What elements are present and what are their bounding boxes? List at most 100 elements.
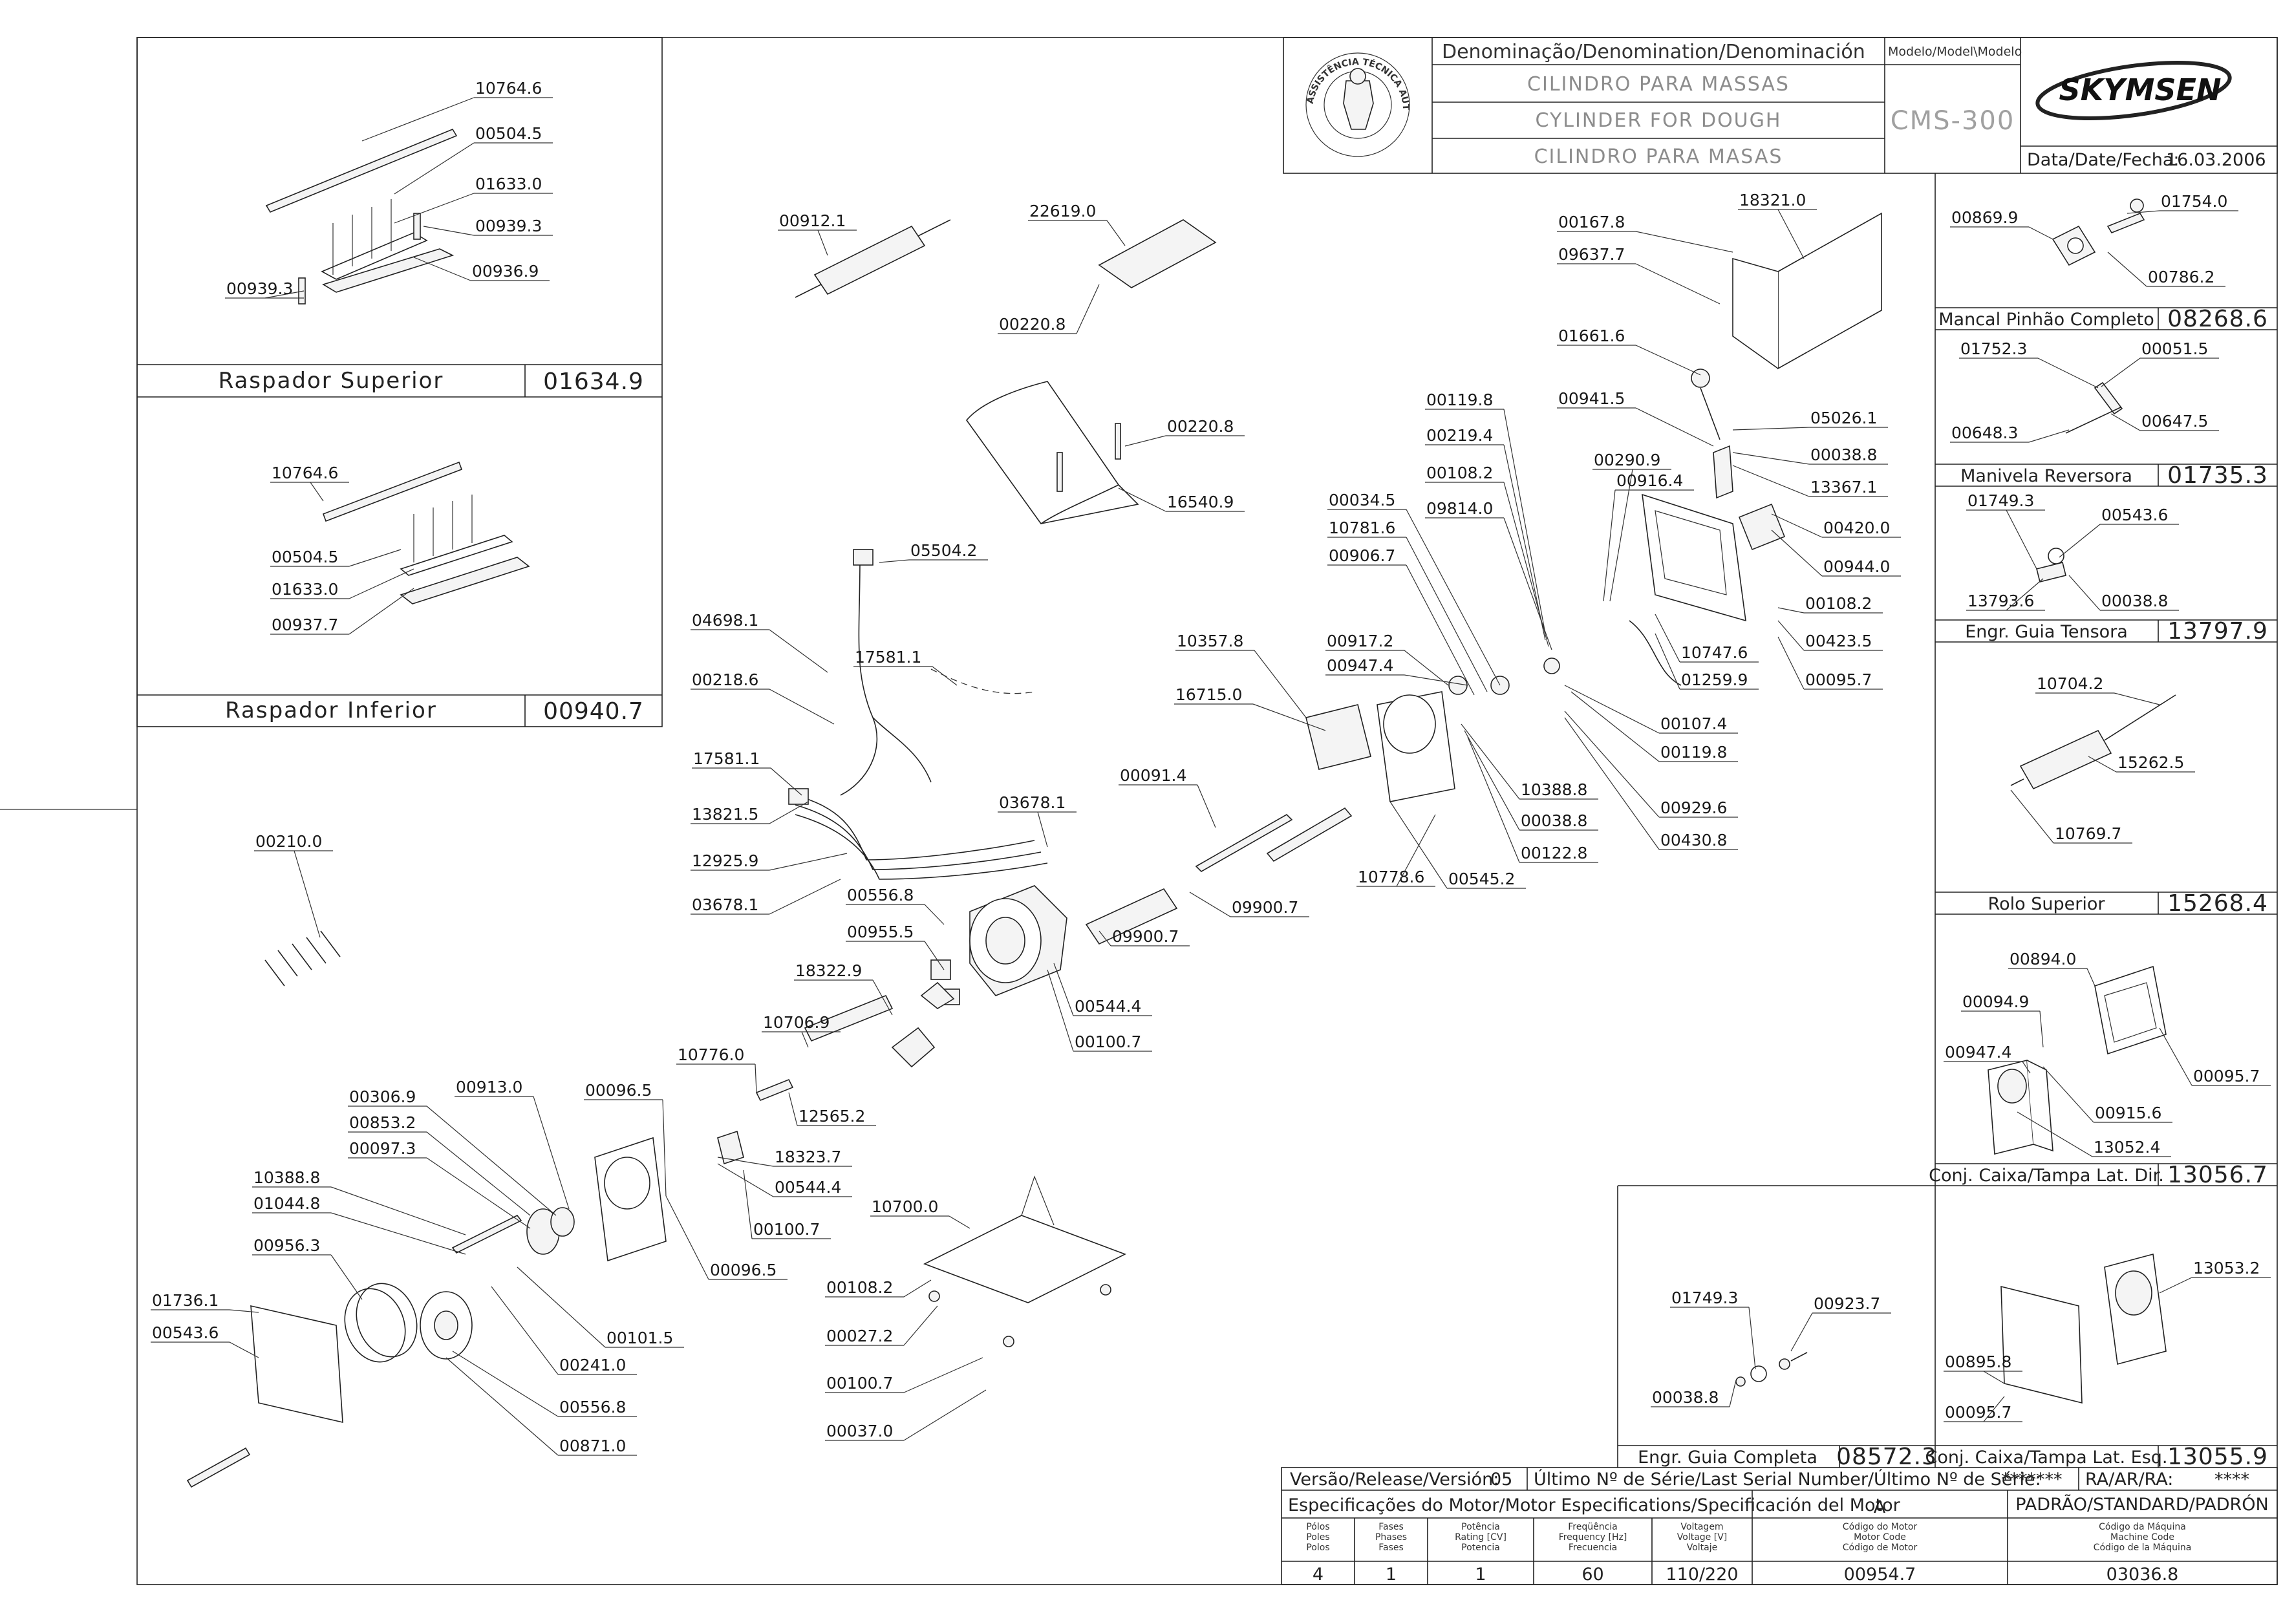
callout-leader-line bbox=[1252, 703, 1326, 731]
callout-leader-line bbox=[2039, 1010, 2044, 1048]
callout-18323.7: 18323.7 bbox=[717, 1148, 852, 1167]
callout-leader-line bbox=[903, 1305, 938, 1346]
callout-leader-line bbox=[755, 1063, 757, 1093]
callout-leader-line bbox=[769, 879, 841, 915]
part-number-label: 00556.8 bbox=[847, 886, 914, 904]
title-block: ASSISTÊNCIA TÉCNICA AUTORIZADA Denominaç… bbox=[0, 0, 2266, 170]
motor-variant: A bbox=[1874, 1497, 1886, 1517]
callout-13821.5: 13821.5 bbox=[691, 801, 809, 824]
subassembly-name: Raspador Inferior bbox=[225, 698, 437, 723]
callout-10388.8: 10388.8 bbox=[252, 1168, 466, 1235]
callout-00430.8: 00430.8 bbox=[1564, 717, 1738, 850]
callout-leader-line bbox=[2068, 575, 2101, 611]
part-number-label: 18323.7 bbox=[775, 1148, 841, 1166]
part-number-label: 00108.2 bbox=[1426, 464, 1493, 482]
part-number-label: 09900.7 bbox=[1112, 927, 1179, 946]
callout-leader-line bbox=[517, 1266, 606, 1348]
callout-00096.5: 00096.5 bbox=[665, 1195, 788, 1280]
motor-column-label: Frecuencia bbox=[1569, 1543, 1617, 1553]
part-number-label: 00543.6 bbox=[152, 1323, 219, 1342]
callout-leader-line bbox=[1777, 620, 1805, 651]
pins-drawing bbox=[264, 930, 341, 987]
callout-leader-line bbox=[2086, 968, 2096, 987]
guard-drawing bbox=[965, 381, 1139, 525]
base-plate-drawing bbox=[923, 1175, 1126, 1347]
callout-00108.2: 00108.2 bbox=[1777, 594, 1883, 614]
callout-leader-line bbox=[1732, 427, 1810, 431]
callout-00913.0: 00913.0 bbox=[455, 1078, 570, 1210]
part-number-label: 00038.8 bbox=[1810, 445, 1877, 464]
part-number-label: 00947.4 bbox=[1327, 656, 1393, 675]
callout-leader-line bbox=[2006, 578, 2044, 611]
part-number-label: 09637.7 bbox=[1558, 245, 1625, 264]
callout-00119.8: 00119.8 bbox=[1425, 390, 1546, 634]
callout-00100.7: 00100.7 bbox=[1047, 969, 1152, 1052]
callout-leader-line bbox=[229, 1309, 259, 1313]
part-number-label: 00119.8 bbox=[1426, 390, 1493, 409]
callout-13052.4: 13052.4 bbox=[2017, 1111, 2171, 1157]
part-number-label: 16540.9 bbox=[1167, 493, 1234, 511]
name-en: CYLINDER FOR DOUGH bbox=[1536, 109, 1782, 132]
motor-column-label: Pólos bbox=[1306, 1522, 1329, 1532]
part-number-label: 18321.0 bbox=[1739, 191, 1806, 209]
callout-00929.6: 00929.6 bbox=[1564, 710, 1738, 818]
part-number-label: 00051.5 bbox=[2141, 339, 2208, 358]
subassembly-name: Mancal Pinhão Completo bbox=[1938, 310, 2154, 330]
subassembly-code: 01735.3 bbox=[2167, 462, 2268, 489]
callout-00210.0: 00210.0 bbox=[254, 832, 333, 938]
part-number-label: 10704.2 bbox=[2037, 674, 2103, 693]
callout-leader-line bbox=[949, 1215, 970, 1229]
callout-01754.0: 01754.0 bbox=[2127, 192, 2238, 214]
callout-leader-line bbox=[1790, 1312, 1813, 1352]
gearbox-drawing bbox=[526, 1130, 744, 1262]
part-number-label: 03678.1 bbox=[692, 895, 758, 914]
callout-00912.1: 00912.1 bbox=[778, 211, 857, 256]
part-number-label: 00420.0 bbox=[1823, 518, 1890, 537]
callout-16540.9: 16540.9 bbox=[1118, 487, 1245, 512]
part-callouts: 10764.600504.501633.000939.300936.900939… bbox=[151, 79, 2271, 1456]
motor-column-label: Código de Motor bbox=[1843, 1543, 1918, 1553]
callout-leader-line bbox=[879, 559, 910, 563]
part-number-label: 00167.8 bbox=[1558, 213, 1625, 231]
callout-leader-line bbox=[2107, 251, 2147, 287]
callout-leader-line bbox=[1777, 209, 1805, 259]
callout-leader-line bbox=[717, 1157, 774, 1167]
date-value: 16.03.2006 bbox=[2166, 150, 2266, 170]
part-number-label: 00939.3 bbox=[226, 279, 293, 298]
callout-00051.5: 00051.5 bbox=[2101, 339, 2219, 387]
wire-harness-drawing bbox=[788, 549, 1048, 880]
part-number-label: 01754.0 bbox=[2161, 192, 2227, 211]
motor-column-value: 4 bbox=[1313, 1565, 1324, 1585]
callout-00101.5: 00101.5 bbox=[517, 1266, 684, 1348]
callout-leader-line bbox=[769, 801, 809, 824]
motor-column-value: 1 bbox=[1386, 1565, 1397, 1585]
callout-leader-line bbox=[2017, 1111, 2093, 1157]
part-number-label: 00218.6 bbox=[692, 670, 758, 689]
callout-leader-line bbox=[1564, 710, 1660, 818]
callout-00937.7: 00937.7 bbox=[270, 588, 414, 635]
part-number-label: 00220.8 bbox=[999, 315, 1066, 334]
part-number-label: 00944.0 bbox=[1823, 557, 1890, 576]
callout-13053.2: 13053.2 bbox=[2159, 1259, 2271, 1294]
callout-00647.5: 00647.5 bbox=[2110, 412, 2219, 431]
part-number-label: 01259.9 bbox=[1681, 670, 1748, 689]
callout-00939.3: 00939.3 bbox=[225, 279, 305, 299]
callout-10778.6: 10778.6 bbox=[1356, 814, 1436, 887]
part-number-label: 00647.5 bbox=[2141, 412, 2208, 431]
ra-label: RA/AR/RA: bbox=[2085, 1469, 2173, 1490]
part-number-label: 00108.2 bbox=[826, 1278, 893, 1297]
callout-leader-line bbox=[1406, 537, 1488, 692]
part-number-label: 01749.3 bbox=[1967, 491, 2034, 510]
callout-00038.8: 00038.8 bbox=[1732, 445, 1888, 465]
part-number-label: 10388.8 bbox=[1521, 780, 1587, 799]
subassembly-code: 15268.4 bbox=[2167, 890, 2268, 917]
callout-leader-line bbox=[1053, 963, 1074, 1016]
part-number-label: 10388.8 bbox=[253, 1168, 320, 1187]
callout-00786.2: 00786.2 bbox=[2107, 251, 2225, 287]
callout-00556.8: 00556.8 bbox=[452, 1351, 637, 1417]
callout-00944.0: 00944.0 bbox=[1771, 529, 1901, 577]
callout-00100.7: 00100.7 bbox=[743, 1170, 831, 1239]
callout-00941.5: 00941.5 bbox=[1557, 389, 1714, 447]
callout-00038.8: 00038.8 bbox=[1464, 730, 1598, 831]
callout-00219.4: 00219.4 bbox=[1425, 426, 1546, 641]
